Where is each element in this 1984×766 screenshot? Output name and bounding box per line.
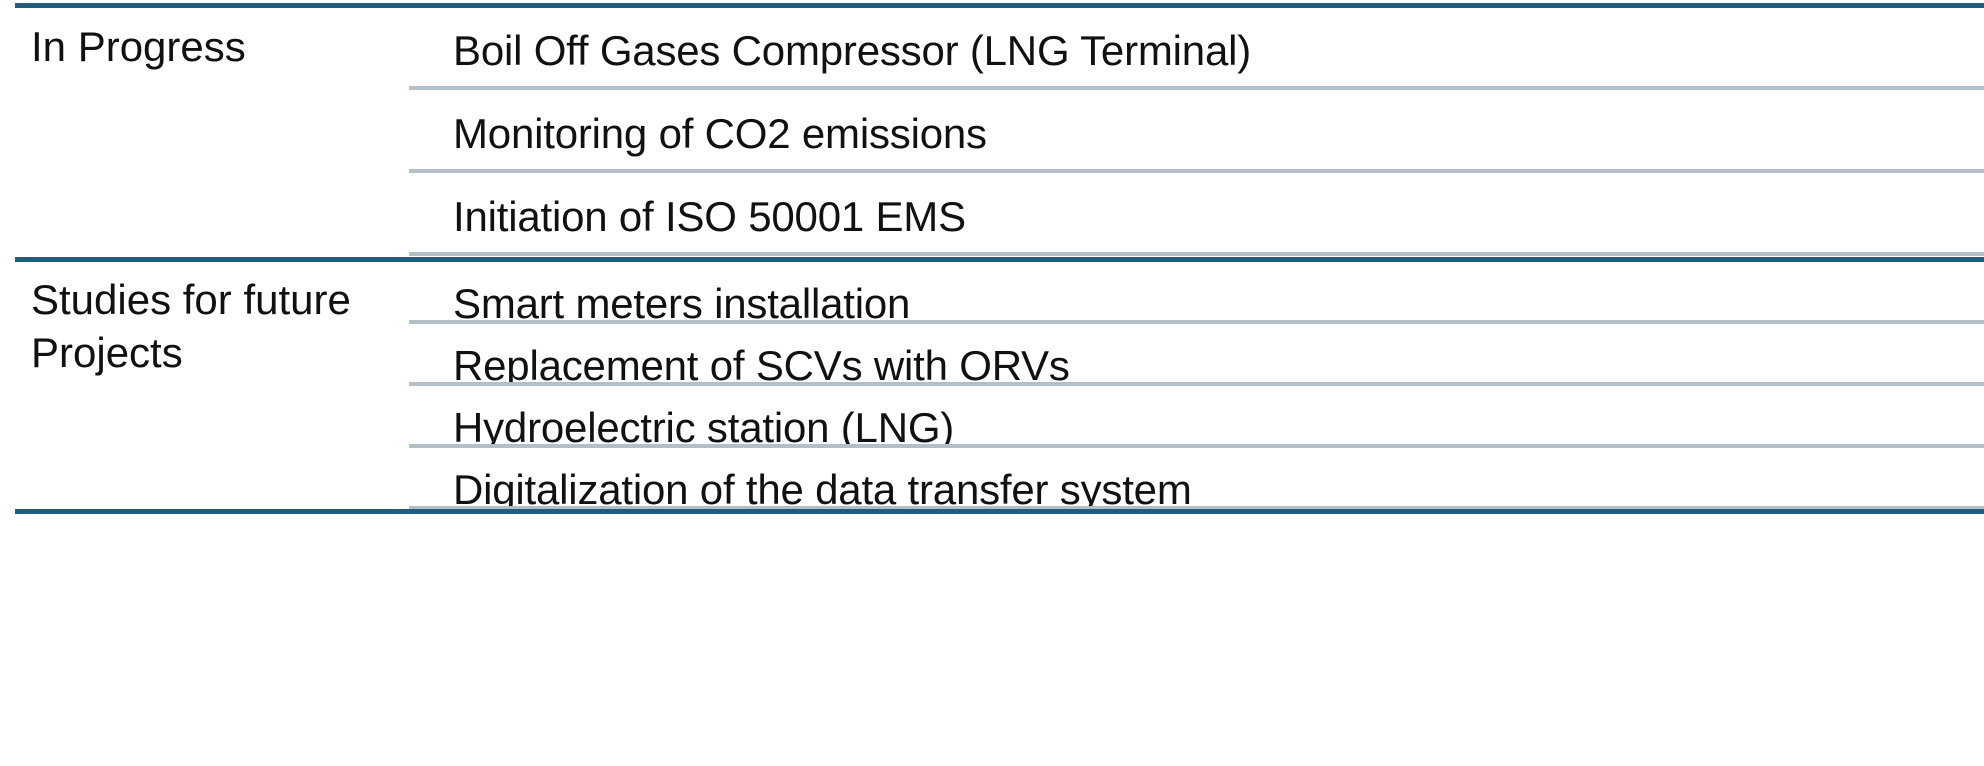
list-item: Smart meters installation bbox=[453, 274, 1953, 322]
list-item-text: Smart meters installation bbox=[453, 280, 911, 322]
list-item-text: Monitoring of CO2 emissions bbox=[453, 110, 987, 157]
item-rule bbox=[409, 506, 1984, 510]
group-label-studies: Studies for future Projects bbox=[31, 273, 351, 379]
list-item: Monitoring of CO2 emissions bbox=[453, 107, 1953, 167]
list-item-text: Initiation of ISO 50001 EMS bbox=[453, 193, 966, 240]
group-separator-rule bbox=[15, 257, 1984, 262]
table-top-rule bbox=[15, 3, 1984, 8]
list-item: Initiation of ISO 50001 EMS bbox=[453, 190, 1953, 250]
list-item: Digitalization of the data transfer syst… bbox=[453, 460, 1953, 508]
list-item: Hydroelectric station (LNG) bbox=[453, 398, 1953, 446]
item-rule bbox=[409, 169, 1984, 173]
list-item-text: Hydroelectric station (LNG) bbox=[453, 404, 955, 446]
group-label-line: Studies for future bbox=[31, 276, 351, 323]
item-rule bbox=[409, 320, 1984, 324]
list-item-text: Replacement of SCVs with ORVs bbox=[453, 342, 1070, 384]
item-rule bbox=[409, 252, 1984, 256]
item-rule bbox=[409, 444, 1984, 448]
group-label-in-progress: In Progress bbox=[31, 20, 246, 73]
item-rule bbox=[409, 86, 1984, 90]
list-item: Replacement of SCVs with ORVs bbox=[453, 336, 1953, 384]
list-item-text: Digitalization of the data transfer syst… bbox=[453, 466, 1192, 508]
group-label-line: Projects bbox=[31, 329, 183, 376]
list-item-text: Boil Off Gases Compressor (LNG Terminal) bbox=[453, 27, 1252, 74]
group-label-line: In Progress bbox=[31, 23, 246, 70]
table-bottom-rule bbox=[15, 509, 1984, 514]
list-item: Boil Off Gases Compressor (LNG Terminal) bbox=[453, 24, 1953, 84]
item-rule bbox=[409, 382, 1984, 386]
